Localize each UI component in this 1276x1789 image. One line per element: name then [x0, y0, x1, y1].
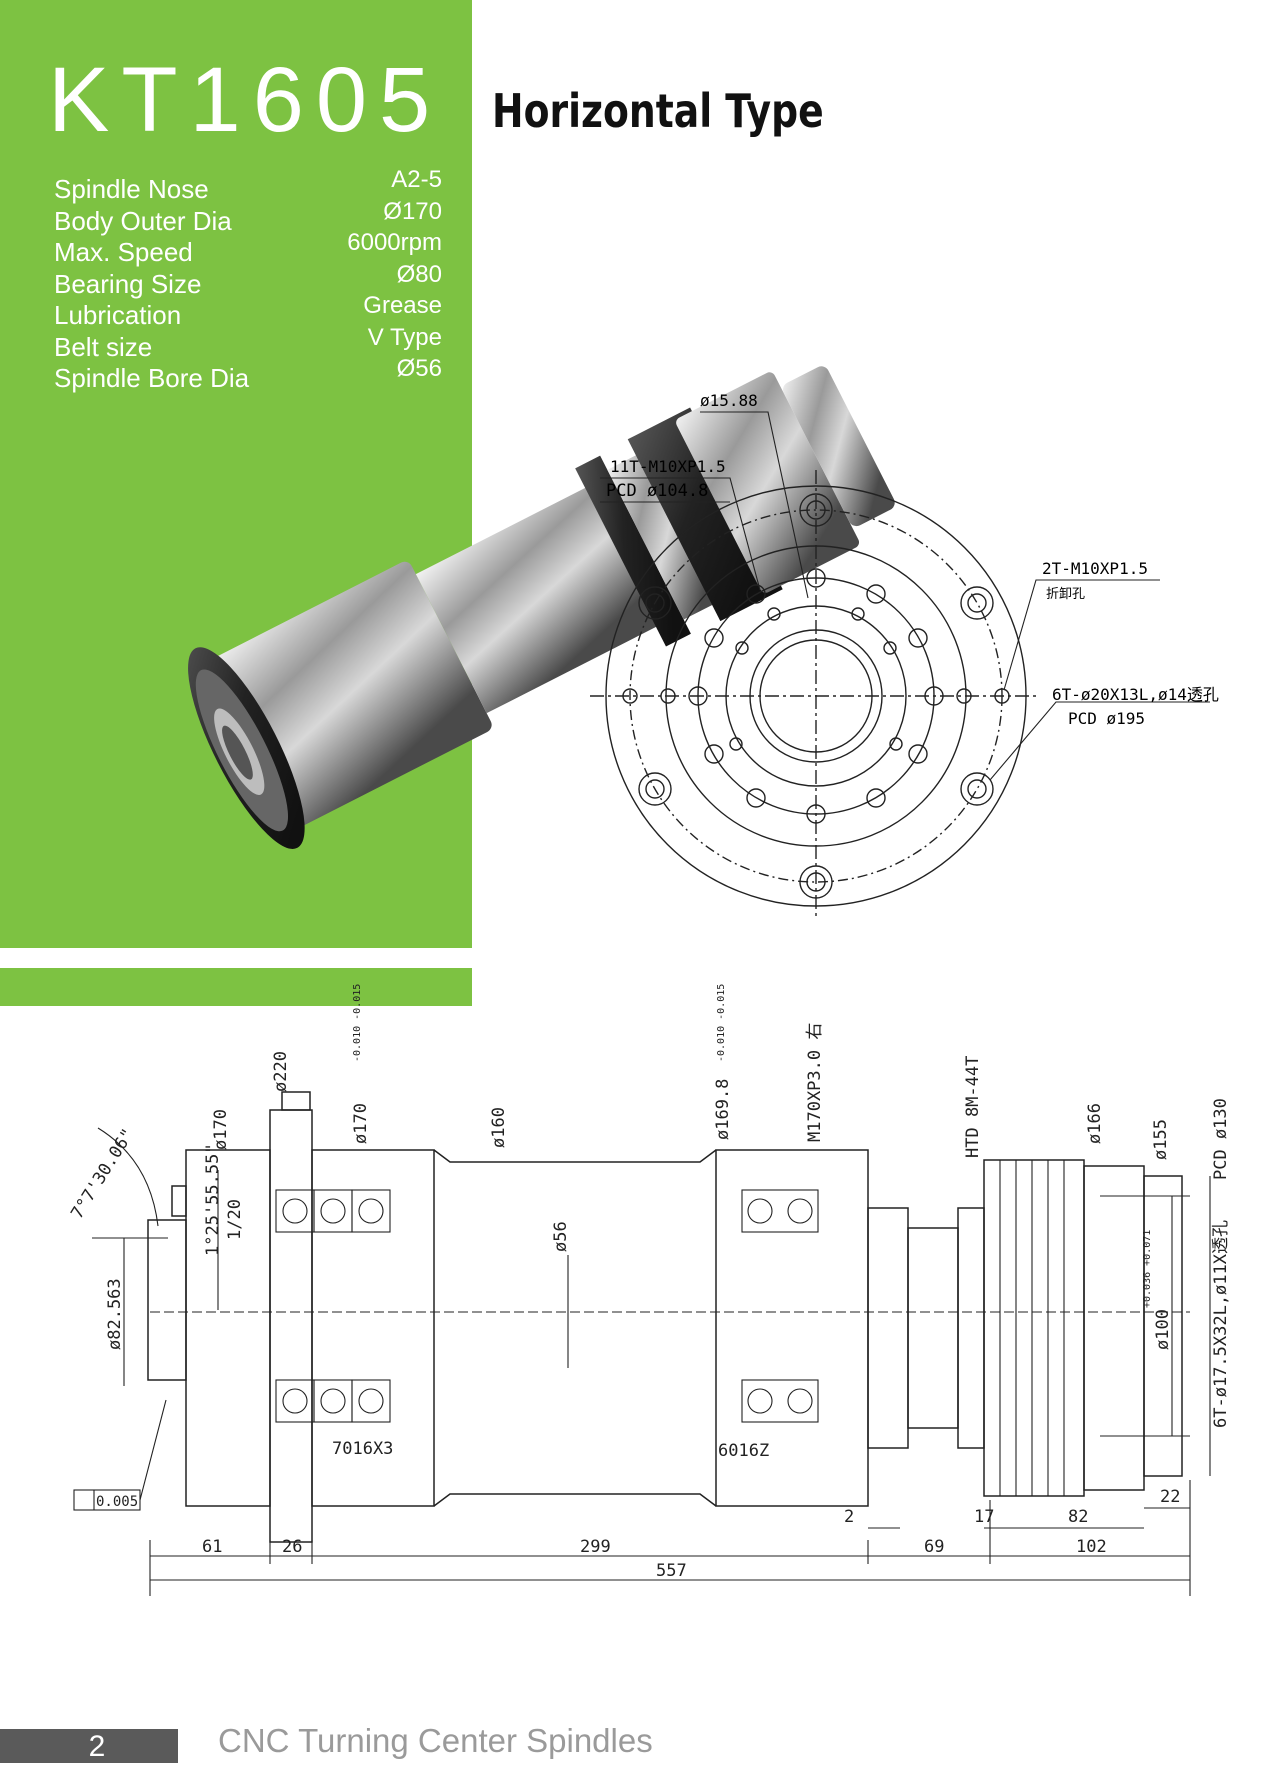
dim-102: 102	[1076, 1537, 1107, 1557]
spec-row: Spindle Nose A2-5	[54, 168, 442, 208]
spec-row: Body Outer Dia Ø170	[54, 199, 442, 240]
model-title: KT1605	[48, 49, 443, 151]
taper-angle-label: 1°25'55.55"	[203, 1143, 223, 1256]
pcd-circle	[629, 509, 1003, 883]
thread-holes-label: 11T-M10XP1.5	[610, 457, 726, 476]
spec-label: Body Outer Dia	[54, 205, 232, 236]
bore-label: ø56	[551, 1221, 571, 1252]
spec-row: Spindle Bore Dia Ø56	[54, 357, 442, 397]
d220-label: ø220	[271, 1051, 291, 1092]
spec-value: A2-5	[391, 166, 442, 193]
green-strip	[0, 968, 472, 1006]
through-holes-label: 6T-ø20X13L,ø14透孔	[1052, 685, 1219, 704]
bearing-front-label: 7016X3	[332, 1439, 393, 1459]
outer-flange-circle	[605, 485, 1027, 907]
d170-tol-label: ø170	[351, 1103, 371, 1144]
nose-circle	[725, 605, 907, 787]
dim-26: 26	[282, 1537, 302, 1557]
angle-label: 7°7'30.06"	[67, 1125, 138, 1222]
flange	[269, 1109, 313, 1543]
front-bearing-housing	[311, 1149, 435, 1507]
spec-label: Lubrication	[54, 300, 182, 330]
taper-label: 1/20	[225, 1199, 245, 1240]
footer-title: CNC Turning Center Spindles	[218, 1722, 653, 1759]
thread-pcd-circle	[697, 577, 935, 815]
dim-61: 61	[202, 1537, 222, 1557]
belt-label: HTD 8M-44T	[963, 1056, 983, 1158]
bolt-dia-label: ø15.88	[700, 391, 758, 410]
dim-299: 299	[580, 1537, 611, 1557]
spec-value: Grease	[363, 292, 442, 319]
spec-label: Spindle Nose	[54, 174, 209, 204]
body-circle	[665, 545, 967, 847]
spec-value: V Type	[367, 323, 442, 351]
spec-row: Bearing Size Ø80	[54, 262, 442, 303]
tol-b-label: -0.010 -0.015	[716, 984, 727, 1062]
d82-label: ø82.563	[105, 1278, 125, 1350]
spec-value: Ø80	[396, 260, 442, 288]
pcd130-label: PCD ø130	[1211, 1098, 1231, 1180]
spec-label: Spindle Bore Dia	[54, 363, 250, 393]
removal-holes-label: 2T-M10XP1.5	[1042, 559, 1148, 578]
d100-label: ø100	[1153, 1309, 1173, 1350]
spec-label: Max. Speed	[54, 237, 193, 267]
d155-label: ø155	[1151, 1119, 1171, 1160]
through-pcd-label: PCD ø195	[1068, 709, 1145, 728]
bore-circle	[749, 629, 883, 763]
spec-list: Spindle Nose A2-5 Body Outer Dia Ø170 Max.…	[54, 168, 442, 397]
spec-value: 6000rpm	[347, 229, 442, 256]
spec-label: Belt size	[54, 331, 153, 362]
d166-label: ø166	[1085, 1103, 1105, 1144]
spec-row: Lubrication Grease	[54, 294, 442, 334]
thread-pcd-label: PCD ø104.8	[606, 481, 708, 501]
dim-22: 22	[1160, 1487, 1180, 1507]
spec-row: Max. Speed 6000rpm	[54, 231, 442, 271]
footer-page-box	[0, 1729, 178, 1763]
thread-label: M170XP3.0 右	[805, 1023, 825, 1142]
dim-557: 557	[656, 1561, 687, 1581]
spec-value: Ø56	[396, 355, 442, 382]
page-number: 2	[88, 1730, 106, 1763]
runout-label: 0.005	[96, 1494, 138, 1510]
dim-69: 69	[924, 1537, 944, 1557]
type-title: Horizontal Type	[492, 84, 824, 138]
dim-82: 82	[1068, 1507, 1088, 1527]
rear-bearing-housing	[715, 1149, 869, 1507]
spec-value: Ø170	[383, 197, 442, 225]
removal-note-label: 折卸孔	[1046, 586, 1085, 602]
holes-label: 6T-ø17.5X32L,ø11X透孔	[1211, 1220, 1231, 1428]
spec-row: Belt size V Type	[54, 325, 442, 366]
d170-label: ø170	[211, 1109, 231, 1150]
pulley	[983, 1159, 1085, 1497]
dim-17: 17	[974, 1507, 994, 1527]
d160-label: ø160	[489, 1107, 509, 1148]
spec-label: Bearing Size	[54, 268, 202, 299]
bore-inner-circle	[759, 639, 873, 753]
tol-c-label: +0.036 +0.071	[1142, 1230, 1153, 1308]
front-body	[185, 1149, 271, 1507]
bearing-rear-label: 6016Z	[718, 1441, 769, 1461]
nose-outline	[147, 1219, 187, 1381]
d169-label: ø169.8	[713, 1079, 733, 1140]
dim-2: 2	[844, 1507, 854, 1527]
